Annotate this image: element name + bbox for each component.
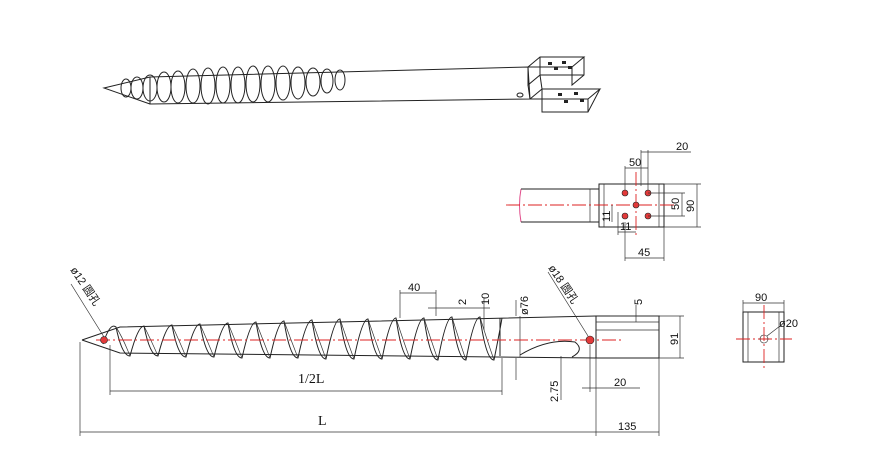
bolt-hole xyxy=(621,212,629,220)
shaft-slot xyxy=(519,340,580,358)
top-detail-view: 20 50 90 50 11 11 45 xyxy=(506,141,701,261)
iso-pipe xyxy=(149,66,531,105)
dim-11-h: 11 xyxy=(620,221,631,233)
dim-L: L xyxy=(318,414,327,429)
dim-10: 10 xyxy=(480,293,492,305)
dim-11-v: 11 xyxy=(601,211,613,222)
shaft-top-edge xyxy=(81,315,597,341)
dim-76: ø76 xyxy=(519,296,531,315)
end-view: 90 ø20 xyxy=(736,292,798,368)
isometric-view xyxy=(102,56,602,113)
iso-helix xyxy=(120,65,346,105)
callout-shaft-hole: ø18 圆孔 xyxy=(546,262,581,306)
dim-91: 91 xyxy=(669,333,681,345)
dim-20-top: 20 xyxy=(676,141,688,153)
dim-50-v: 50 xyxy=(670,198,682,210)
iso-bracket xyxy=(526,56,602,113)
end-dim-20: ø20 xyxy=(779,318,798,330)
side-view: ø12 圆孔 ø18 圆孔 40 2 10 ø76 5 91 2.75 20 xyxy=(68,262,684,436)
end-plate xyxy=(742,311,785,363)
dim-45: 45 xyxy=(638,247,650,259)
iso-hole xyxy=(516,92,524,98)
dim-135: 135 xyxy=(618,421,636,433)
dim-20-side: 20 xyxy=(614,377,626,389)
dim-40: 40 xyxy=(408,282,420,294)
top-pipe-cut xyxy=(519,188,522,223)
shaft-bottom-edge xyxy=(81,339,597,359)
end-dim-90: 90 xyxy=(755,292,767,304)
dim-50-h: 50 xyxy=(629,157,641,169)
dim-5: 5 xyxy=(633,299,645,305)
end-hole xyxy=(759,334,769,344)
dim-half-L: 1/2L xyxy=(298,372,324,387)
dim-2: 2 xyxy=(457,299,469,305)
tip-hole xyxy=(100,336,108,344)
dim-90-v: 90 xyxy=(685,200,697,212)
dim-2-75: 2.75 xyxy=(549,381,561,402)
shaft-hole xyxy=(585,335,595,345)
bolt-hole xyxy=(632,201,640,209)
bolt-hole xyxy=(621,189,629,197)
top-bracket xyxy=(598,183,665,228)
